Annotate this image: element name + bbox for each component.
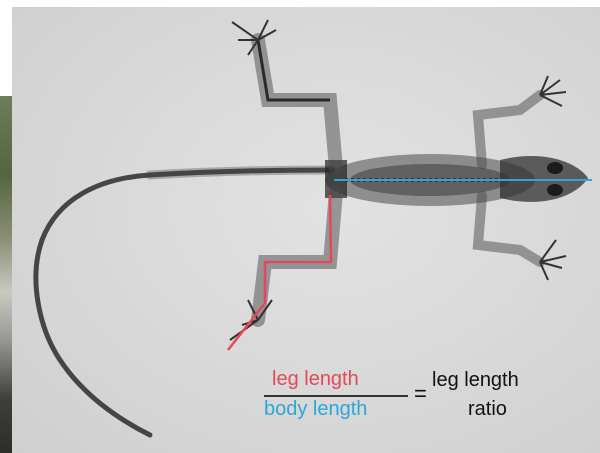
front-leg-lower: [478, 196, 540, 262]
equals-sign: =: [414, 383, 427, 405]
lizard-head: [500, 156, 588, 202]
fraction-bar: [264, 395, 408, 397]
numerator-leg-length: leg length: [272, 368, 359, 390]
front-leg-upper: [478, 95, 540, 165]
rear-leg-lower: [258, 192, 336, 320]
result-leg-length: leg length: [432, 369, 519, 391]
leg-length-line: [228, 195, 331, 350]
result-ratio: ratio: [468, 398, 507, 420]
denominator-body-length: body length: [264, 398, 367, 420]
rear-leg-upper: [258, 40, 336, 168]
